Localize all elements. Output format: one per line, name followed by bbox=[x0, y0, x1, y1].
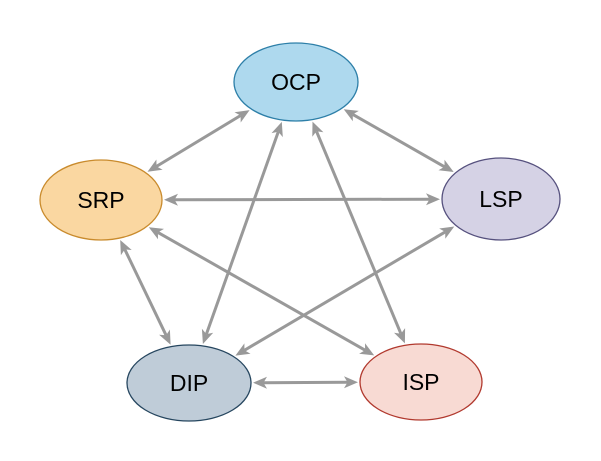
node-label: OCP bbox=[271, 69, 321, 95]
arrowhead-icon bbox=[312, 121, 324, 137]
edge-srp-lsp bbox=[164, 193, 440, 206]
arrowhead-icon bbox=[164, 193, 178, 206]
edge-ocp-dip bbox=[201, 121, 283, 344]
arrowhead-icon bbox=[271, 121, 283, 138]
arrowhead-icon bbox=[148, 227, 164, 240]
arrowhead-icon bbox=[120, 240, 132, 256]
arrowhead-icon bbox=[438, 159, 454, 172]
edge-line bbox=[123, 248, 168, 336]
node-ellipse bbox=[233, 42, 359, 122]
node-label: ISP bbox=[402, 369, 439, 395]
node-ellipse bbox=[126, 344, 252, 422]
edge-srp-isp bbox=[148, 227, 375, 356]
arrowhead-icon bbox=[439, 226, 455, 239]
node-label: SRP bbox=[77, 187, 124, 213]
node-ellipse bbox=[441, 157, 561, 241]
arrowhead-icon bbox=[343, 109, 359, 122]
node-ocp: OCP bbox=[233, 42, 359, 122]
arrowhead-icon bbox=[235, 343, 251, 356]
node-label: DIP bbox=[170, 370, 208, 396]
node-isp: ISP bbox=[359, 343, 483, 421]
nodes-layer: OCP SRP LSP DIP ISP bbox=[39, 42, 561, 422]
edge-ocp-lsp bbox=[343, 109, 454, 172]
edge-ocp-srp bbox=[147, 110, 250, 172]
edges-layer bbox=[120, 109, 455, 389]
arrowhead-icon bbox=[159, 329, 171, 345]
arrowhead-icon bbox=[344, 376, 358, 389]
edge-line bbox=[315, 130, 403, 335]
node-ellipse bbox=[359, 343, 483, 421]
edge-line bbox=[155, 114, 242, 168]
edge-line bbox=[204, 131, 280, 335]
arrowhead-icon bbox=[147, 159, 163, 172]
arrowhead-icon bbox=[359, 343, 375, 356]
node-srp: SRP bbox=[39, 159, 163, 241]
arrowhead-icon bbox=[426, 193, 440, 206]
edge-line bbox=[157, 231, 366, 352]
arrowhead-icon bbox=[234, 110, 250, 123]
edge-dip-isp bbox=[253, 376, 358, 389]
arrowhead-icon bbox=[394, 328, 406, 344]
arrowhead-icon bbox=[201, 328, 214, 344]
node-label: LSP bbox=[479, 186, 522, 212]
edge-lsp-dip bbox=[235, 226, 455, 356]
node-lsp: LSP bbox=[441, 157, 561, 241]
node-dip: DIP bbox=[126, 344, 252, 422]
edge-line bbox=[174, 197, 430, 202]
edge-ocp-isp bbox=[312, 121, 406, 344]
arrowhead-icon bbox=[253, 376, 267, 389]
edge-line bbox=[352, 113, 446, 169]
edge-line bbox=[243, 230, 446, 352]
node-ellipse bbox=[39, 159, 163, 241]
edge-srp-dip bbox=[120, 240, 171, 345]
